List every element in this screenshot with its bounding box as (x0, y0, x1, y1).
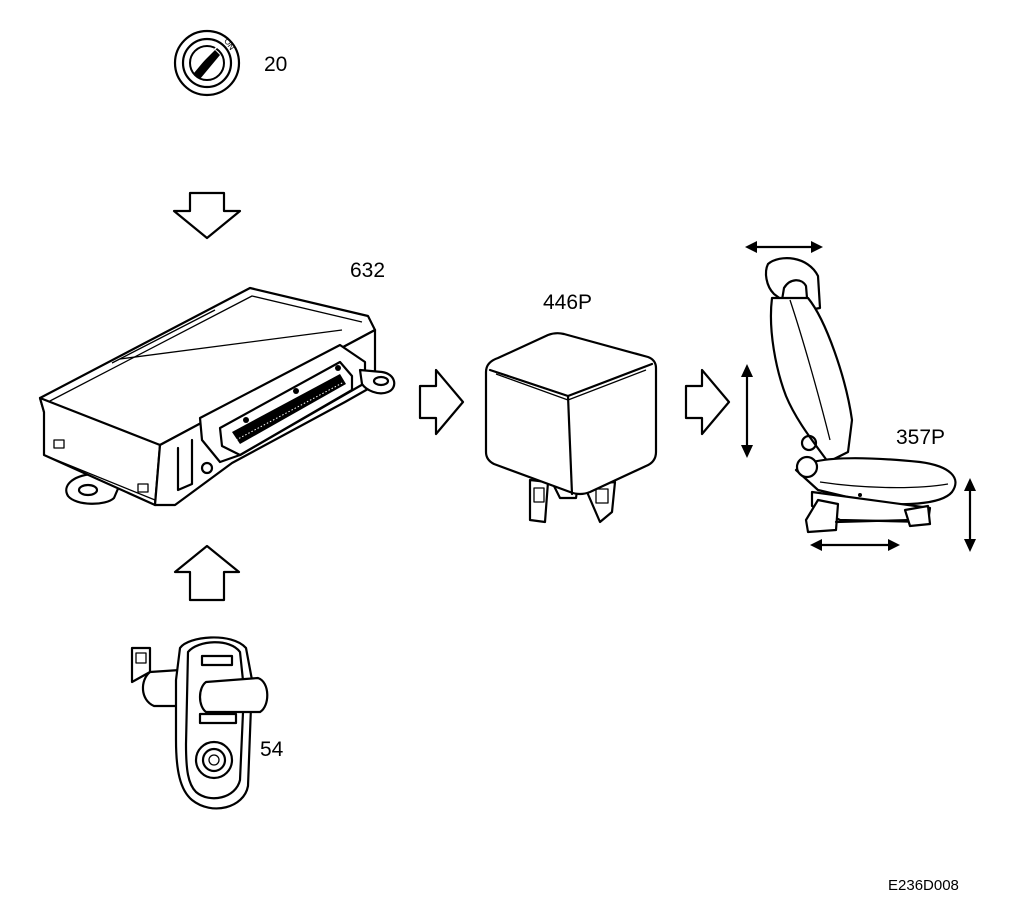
arrow-right-icon (684, 368, 731, 436)
ignition-switch-label: 20 (264, 53, 288, 76)
door-switch-label: 54 (260, 738, 284, 761)
relay-icon (484, 332, 658, 524)
control-module-label: 632 (350, 259, 386, 282)
seat-label: 357P (896, 426, 946, 449)
relay-label: 446P (543, 291, 593, 314)
arrow-right-icon (418, 368, 465, 436)
adjust-arrows-icon (741, 241, 976, 552)
arrow-up-icon (173, 544, 241, 602)
figure-reference: E236D008 (888, 877, 959, 894)
arrow-down-icon (172, 191, 242, 240)
door-switch-icon (130, 636, 269, 810)
seat-icon (764, 257, 957, 534)
ignition-switch-icon: ON (173, 29, 241, 97)
control-module-icon (38, 286, 396, 507)
